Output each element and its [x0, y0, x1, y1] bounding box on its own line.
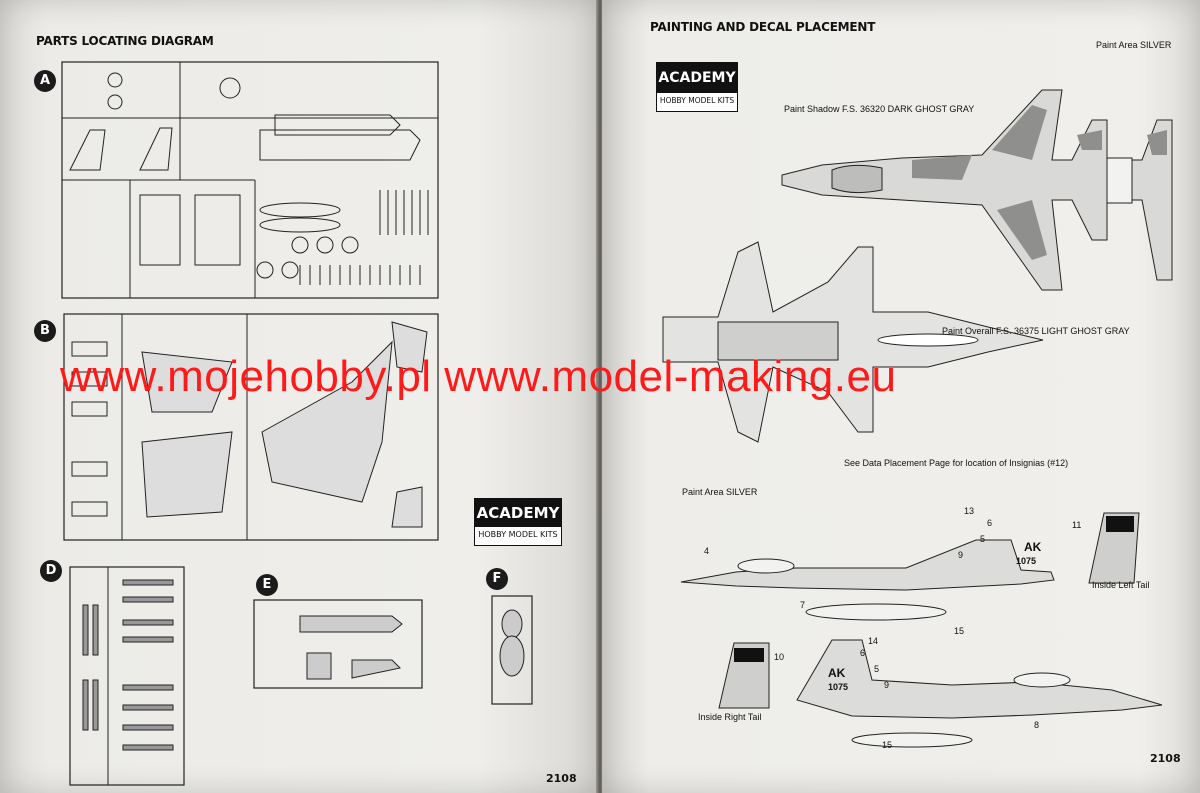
watermark-text: www.mojehobby.pl www.model-making.eu [60, 352, 897, 401]
decal-number: 15 [882, 740, 893, 750]
tail-code-lower: AK [828, 666, 846, 680]
tail-serial-upper: 1075 [1016, 556, 1037, 566]
side-profile-upper [680, 539, 1055, 621]
decal-number: 10 [774, 652, 785, 662]
sprue-e-drawing [253, 599, 423, 689]
sprue-f-drawing [491, 595, 533, 705]
bottom-view-aircraft [662, 241, 1044, 443]
callout-light-ghost-gray: Paint Overall F.S. 36375 LIGHT GHOST GRA… [942, 326, 1130, 336]
right-page: PAINTING AND DECAL PLACEMENT ACADEMY HOB… [602, 0, 1200, 793]
decal-number: 9 [958, 550, 964, 560]
tail-serial-lower: 1075 [828, 682, 849, 692]
callout-silver-bottom: Paint Area SILVER [682, 487, 758, 497]
sprue-d-drawing [69, 566, 185, 786]
decal-number: 4 [704, 546, 710, 556]
top-view-aircraft [781, 89, 1173, 291]
decal-number: 6 [860, 648, 866, 658]
decal-number: 13 [964, 506, 975, 516]
label-inside-right-tail: Inside Right Tail [698, 712, 762, 722]
tail-code-upper: AK [1024, 540, 1042, 554]
data-placement-note: See Data Placement Page for location of … [844, 458, 1069, 468]
sprue-label-d: D [40, 560, 62, 582]
left-page: PARTS LOCATING DIAGRAM A B [0, 0, 598, 793]
decal-number: 7 [800, 600, 806, 610]
sprue-label-f: F [486, 568, 508, 590]
decal-number: 15 [954, 626, 965, 636]
sprue-label-b: B [34, 320, 56, 342]
sprue-label-a: A [34, 70, 56, 92]
decal-number: 14 [868, 636, 879, 646]
sprue-label-e: E [256, 574, 278, 596]
callout-silver-top: Paint Area SILVER [1096, 40, 1172, 50]
painting-title: PAINTING AND DECAL PLACEMENT [650, 20, 876, 34]
side-profile-lower [796, 639, 1163, 748]
left-page-number: 2108 [546, 772, 577, 785]
academy-logo-left: ACADEMY HOBBY MODEL KITS [474, 498, 562, 546]
decal-number: 9 [884, 680, 890, 690]
decal-number: 5 [980, 534, 986, 544]
parts-diagram-title: PARTS LOCATING DIAGRAM [36, 34, 214, 48]
decal-number: 11 [1072, 520, 1082, 530]
academy-logo-right: ACADEMY HOBBY MODEL KITS [656, 62, 738, 112]
sprue-a-drawing [61, 61, 439, 299]
label-inside-left-tail: Inside Left Tail [1092, 580, 1150, 590]
inside-left-tail-drawing [1088, 512, 1140, 584]
inside-right-tail-drawing [718, 642, 770, 709]
callout-dark-ghost-gray: Paint Shadow F.S. 36320 DARK GHOST GRAY [784, 104, 975, 114]
book-gutter [596, 0, 604, 793]
decal-number: 6 [987, 518, 993, 528]
right-page-number: 2108 [1150, 752, 1181, 765]
sprue-b-drawing [63, 313, 439, 541]
decal-number: 8 [1034, 720, 1040, 730]
decal-number: 5 [874, 664, 880, 674]
